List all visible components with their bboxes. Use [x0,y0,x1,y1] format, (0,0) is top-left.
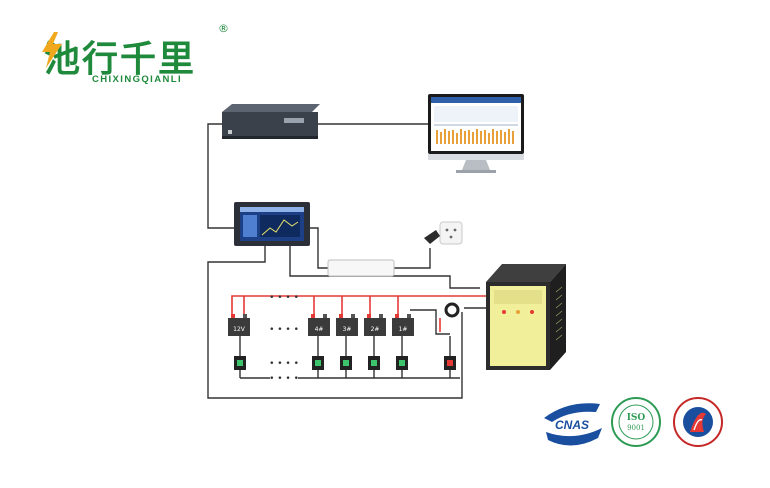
iso-text: ISO [627,413,646,423]
ellipsis-top: • • • • [269,293,299,303]
battery-label: 3# [343,326,352,333]
lightning-icon [42,32,62,68]
brand-logo-cn: 池行千里 [44,39,197,80]
battery-label: 12V [233,326,246,333]
module-red [444,356,456,370]
iso-badge: ISO 9001 [611,397,661,447]
cnas-text: CNAS [555,418,589,432]
module-green [234,356,246,370]
module-green [396,356,408,370]
module-green [340,356,352,370]
battery-label: 2# [371,326,380,333]
ellipsis-sensor: • • • • [269,359,299,369]
iso-number: 9001 [627,424,645,432]
battery-3: 3# [336,314,358,336]
controller-panel [234,202,310,246]
battery-cells: 12V 4# 3# 2# [228,314,414,336]
wall-socket [424,221,463,245]
rack-server [222,104,320,139]
ellipsis-bottom: • • • • [269,374,299,384]
desktop-monitor [428,94,524,173]
current-sensor-ring [444,302,460,318]
brand-logo-en: CHIXINGQIANLI [92,74,182,85]
battery-1: 1# [392,314,414,336]
load-cabinet [486,264,566,370]
battery-2: 2# [364,314,386,336]
ellipsis-mid: • • • • [269,325,299,335]
battery-4: 4# [308,314,330,336]
module-green [368,356,380,370]
module-green [312,356,324,370]
power-adapter [327,259,395,277]
monitor-modules [234,356,456,370]
battery-12v: 12V [228,314,250,336]
signal-wires [207,123,486,399]
battery-label: 1# [399,326,408,333]
cnas-badge: CNAS [544,403,602,446]
battery-label: 4# [315,326,324,333]
quality-seal-badge [673,397,723,447]
registered-mark: ® [218,22,229,35]
